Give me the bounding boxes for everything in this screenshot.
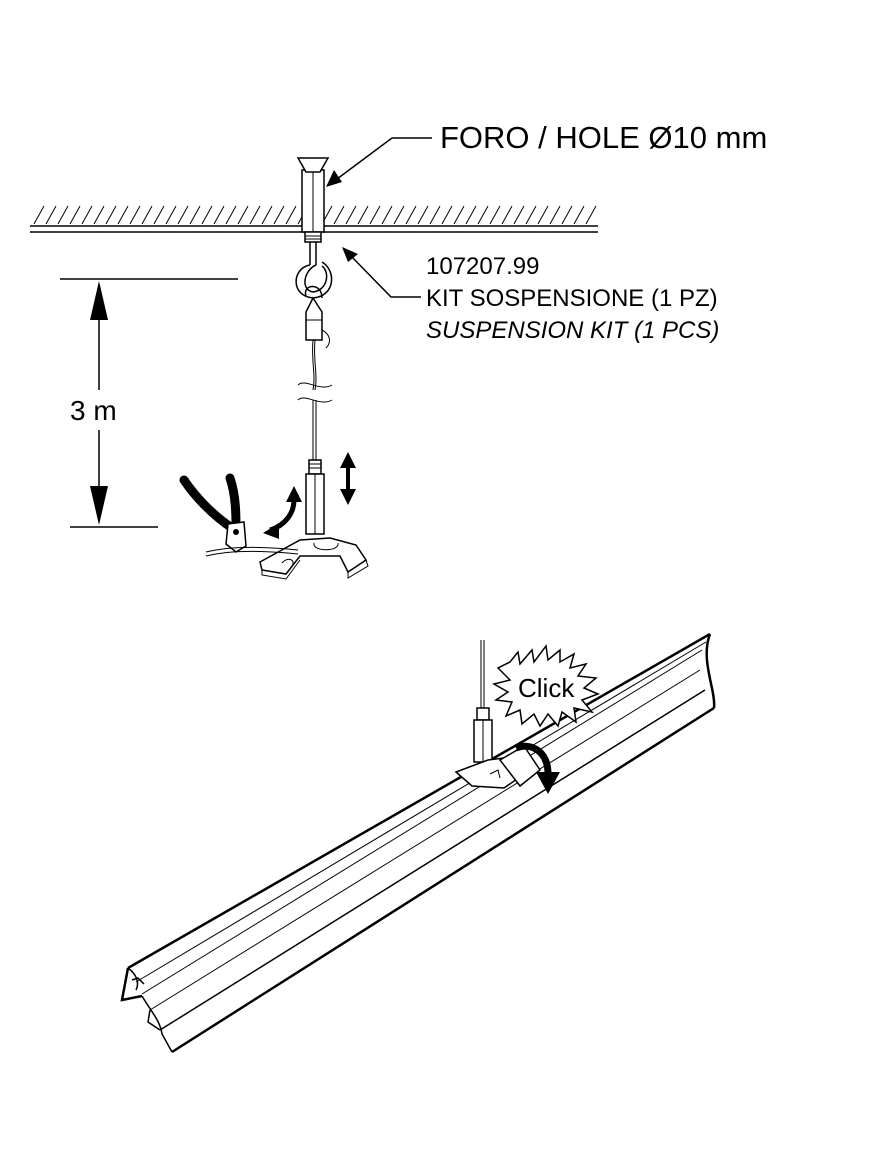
hatch-line xyxy=(333,205,345,225)
hatch-line xyxy=(213,205,225,225)
hatch-line xyxy=(45,205,57,225)
hatch-line xyxy=(141,205,153,225)
height-dimension xyxy=(60,278,238,528)
kit-callout xyxy=(342,247,421,298)
mounting-bracket xyxy=(259,537,369,580)
hatch-line xyxy=(237,205,249,225)
light-profile xyxy=(120,632,716,1054)
hatch-line xyxy=(525,205,537,225)
hatch-line xyxy=(57,205,69,225)
click-label: Click xyxy=(518,673,575,703)
hatch-line xyxy=(417,205,429,225)
hatch-line xyxy=(465,205,477,225)
hatch-line xyxy=(369,205,381,225)
hatch-line xyxy=(189,205,201,225)
hatch-line xyxy=(249,205,261,225)
kit-code-label: 107207.99 xyxy=(426,253,539,280)
profile-suspension xyxy=(454,640,542,789)
snap-arrow-icon xyxy=(514,742,560,794)
hatch-line xyxy=(33,205,45,225)
hatch-line xyxy=(225,205,237,225)
hatch-line xyxy=(393,205,405,225)
hatch-line xyxy=(153,205,165,225)
hatch-line xyxy=(357,205,369,225)
suspension-hook xyxy=(295,242,333,299)
kit-italian-label: KIT SOSPENSIONE (1 PZ) xyxy=(426,285,718,312)
hatch-line xyxy=(285,205,297,225)
hole-label: FORO / HOLE Ø10 mm xyxy=(440,120,767,155)
hatch-line xyxy=(165,205,177,225)
steel-cable xyxy=(297,339,333,460)
hatch-line xyxy=(585,205,597,225)
hatch-line xyxy=(81,205,93,225)
cutter-pliers-icon xyxy=(179,473,247,553)
hatch-line xyxy=(129,205,141,225)
hatch-line xyxy=(201,205,213,225)
adjust-arrow-icon xyxy=(340,452,356,505)
hatch-line xyxy=(441,205,453,225)
rotate-arrow-icon xyxy=(263,486,302,539)
hatch-line xyxy=(93,205,105,225)
cut-cable-end xyxy=(205,546,299,557)
hatch-line xyxy=(273,205,285,225)
cable-gripper xyxy=(305,459,325,535)
wall-anchor xyxy=(296,157,330,243)
hatch-line xyxy=(489,205,501,225)
hatch-line xyxy=(537,205,549,225)
hatch-line xyxy=(117,205,129,225)
height-label: 3 m xyxy=(70,395,117,426)
hatch-line xyxy=(345,205,357,225)
hatch-line xyxy=(105,205,117,225)
wire-clamp xyxy=(305,296,330,349)
kit-english-label: SUSPENSION KIT (1 PCS) xyxy=(426,317,719,344)
hatch-line xyxy=(405,205,417,225)
hatch-line xyxy=(261,205,273,225)
hatch-line xyxy=(501,205,513,225)
hatch-line xyxy=(177,205,189,225)
hatch-line xyxy=(381,205,393,225)
hatch-line xyxy=(477,205,489,225)
ceiling xyxy=(30,205,598,233)
hatch-line xyxy=(453,205,465,225)
hatch-line xyxy=(549,205,561,225)
hatch-line xyxy=(429,205,441,225)
hatch-line xyxy=(561,205,573,225)
hole-callout xyxy=(326,137,432,187)
hatch-line xyxy=(573,205,585,225)
hatch-line xyxy=(69,205,81,225)
click-burst xyxy=(492,644,601,728)
hatch-line xyxy=(513,205,525,225)
